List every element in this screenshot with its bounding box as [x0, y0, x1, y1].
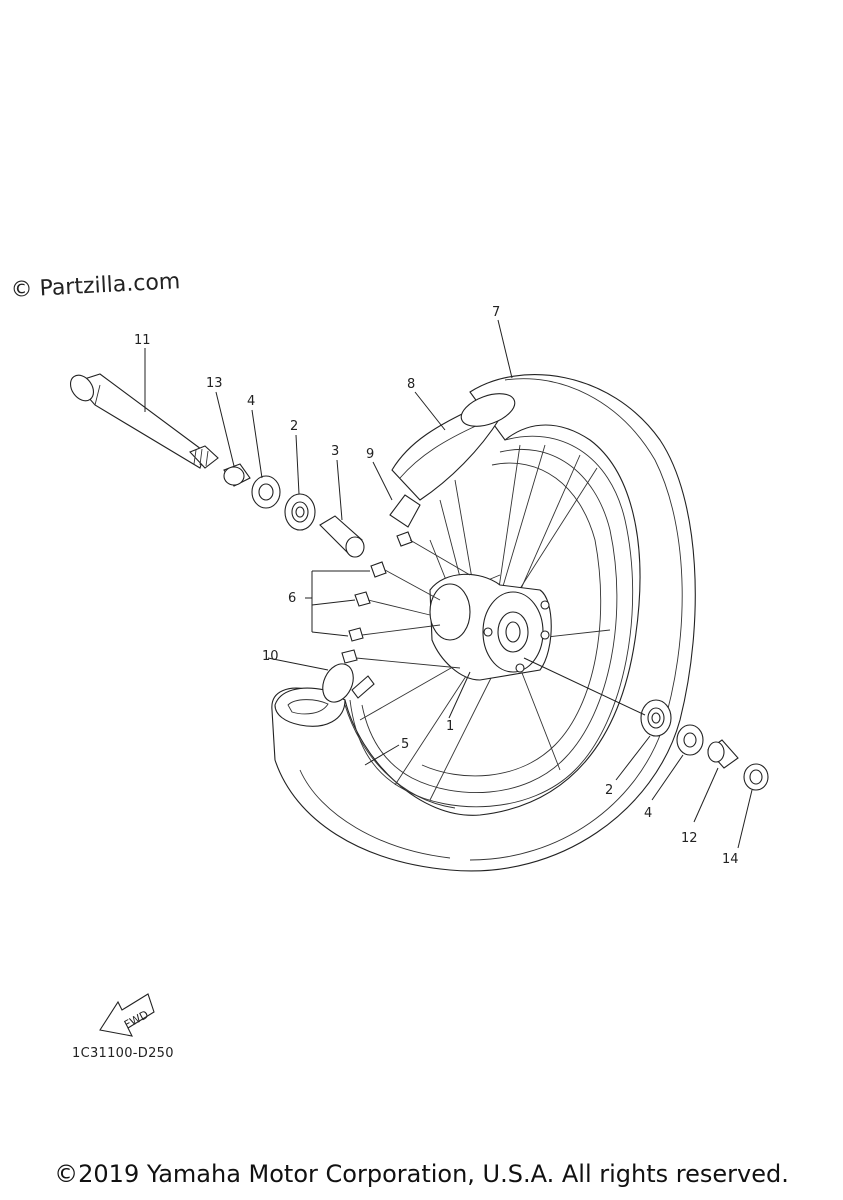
nipples-6 — [341, 531, 471, 669]
rim-band — [389, 494, 421, 528]
axle — [69, 373, 219, 469]
leader-lines — [144, 319, 753, 849]
callout-3: 3 — [331, 444, 339, 459]
rim-flap — [274, 663, 375, 727]
callout-9: 9 — [366, 447, 374, 462]
callout-7: 7 — [492, 305, 500, 320]
callout-1: 1 — [446, 719, 454, 734]
callout-4-right: 4 — [644, 806, 652, 821]
callout-4-left: 4 — [247, 394, 255, 409]
collar-12 — [707, 739, 739, 769]
callout-6: 6 — [288, 591, 296, 606]
callout-2-right: 2 — [605, 783, 613, 798]
fwd-arrow-icon: FWD — [99, 993, 155, 1037]
callout-12: 12 — [681, 831, 698, 846]
callout-2-left: 2 — [290, 419, 298, 434]
spacer-3 — [319, 515, 365, 558]
copyright-notice: ©2019 Yamaha Motor Corporation, U.S.A. A… — [54, 1160, 789, 1188]
callout-5: 5 — [401, 737, 409, 752]
callout-13: 13 — [206, 376, 223, 391]
diagram-code: 1C31100-D250 — [72, 1046, 174, 1061]
oil-seal-4-right — [676, 724, 704, 756]
callout-14: 14 — [722, 852, 739, 867]
tire — [271, 374, 696, 872]
nut-14 — [743, 763, 769, 791]
bearing-2-left — [284, 493, 316, 531]
callout-8: 8 — [407, 377, 415, 392]
callout-11: 11 — [134, 333, 151, 348]
bearing-2-right — [640, 699, 672, 737]
inner-tube — [391, 393, 516, 501]
rim — [349, 435, 634, 808]
collar-13 — [223, 463, 251, 487]
oil-seal-4-left — [251, 475, 281, 509]
callout-labels: 1 2 2 3 4 4 5 6 7 8 9 10 11 12 13 14 — [134, 305, 739, 867]
hub — [429, 573, 552, 681]
callout-10: 10 — [262, 649, 279, 664]
